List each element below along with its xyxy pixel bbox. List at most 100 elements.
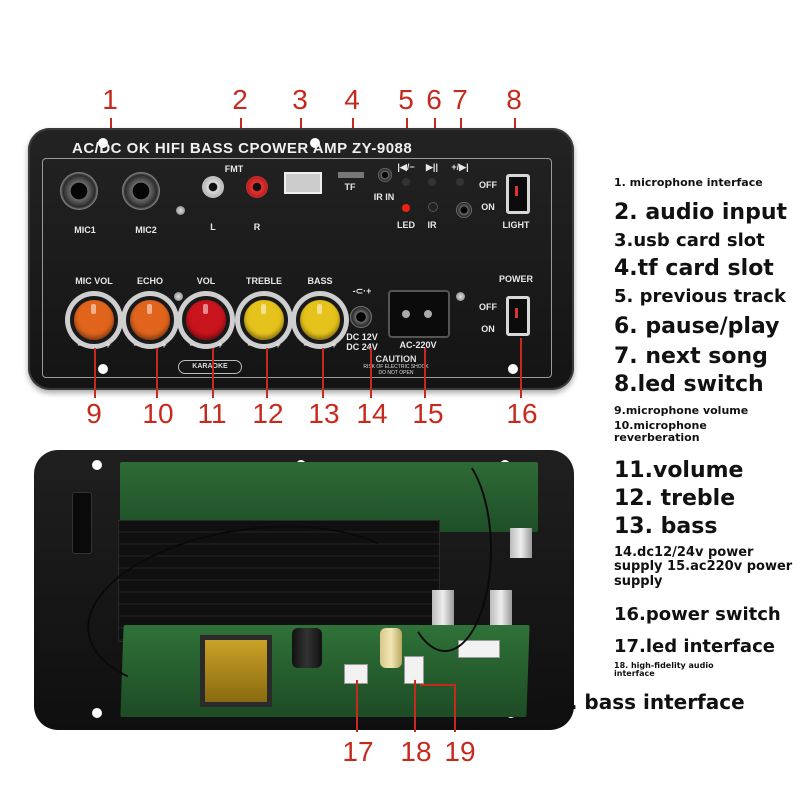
mounting-hole [310, 138, 320, 148]
leader-line-12 [266, 348, 268, 398]
power-off-label: OFF [479, 302, 497, 312]
leader-line-10 [156, 348, 158, 398]
legend-item-3: 3.usb card slot [614, 230, 765, 251]
mounting-hole [98, 364, 108, 374]
screw [456, 292, 465, 301]
callout-11: 11 [197, 398, 227, 429]
rca-right-jack[interactable] [246, 176, 268, 198]
treble-label: TREBLE [246, 276, 282, 286]
legend-item-7: 7. next song [614, 344, 768, 369]
legend-item-18: 18. high-fidelity audio interface [614, 661, 714, 679]
treble-plus: + [275, 340, 281, 350]
callout-4: 4 [344, 84, 360, 115]
next-track-button[interactable] [456, 178, 464, 186]
fmt-label: FMT [224, 164, 244, 174]
treble-knob[interactable] [240, 296, 288, 344]
callout-10: 10 [142, 398, 174, 429]
leader-line-13 [322, 348, 324, 398]
echo-plus: + [161, 340, 167, 350]
ac-pin [424, 310, 432, 318]
power-label: POWER [498, 274, 534, 284]
metal-bracket [510, 528, 532, 558]
bass-interface-connector[interactable] [458, 640, 500, 658]
legend-item-13: 13. bass [614, 514, 718, 539]
led-switch-off-label: OFF [479, 180, 497, 190]
mic2-jack[interactable] [122, 172, 160, 210]
mic-volume-knob[interactable] [70, 296, 118, 344]
volume-knob[interactable] [182, 296, 230, 344]
transformer [200, 635, 272, 707]
echo-minus: − [133, 340, 139, 350]
bass-minus: − [303, 340, 309, 350]
power-switch[interactable] [506, 296, 530, 336]
legend-item-10: 10.microphone reverberation [614, 419, 707, 445]
mounting-hole [508, 364, 518, 374]
leader-line-17 [356, 680, 358, 732]
vol-minus: − [189, 340, 195, 350]
legend-item-19: 19. bass interface [542, 690, 745, 714]
mounting-hole [92, 708, 102, 718]
play-pause-button[interactable] [428, 178, 436, 186]
mic1-label: MIC1 [74, 225, 96, 235]
prev-track-button[interactable] [402, 178, 410, 186]
ac220-label: AC-220V [399, 340, 437, 350]
mounting-hole [98, 138, 108, 148]
caution-notice: CAUTION RISK OF ELECTRIC SHOCK DO NOT OP… [340, 354, 452, 376]
led-indicator [402, 204, 410, 212]
echo-knob[interactable] [126, 296, 174, 344]
metal-bracket [490, 590, 512, 630]
ir-in-jack[interactable] [378, 168, 392, 182]
ir-sensor [428, 202, 438, 212]
bass-knob[interactable] [296, 296, 344, 344]
rca-l-label: L [210, 222, 216, 232]
play-pause-label: ▶|| [426, 162, 438, 172]
ac-power-socket[interactable] [388, 290, 450, 338]
callout-5: 5 [398, 84, 414, 115]
legend-item-2: 2. audio input [614, 200, 788, 225]
mic-vol-plus: + [105, 340, 111, 350]
dc12-label: DC 12V [346, 332, 378, 342]
cable [398, 448, 492, 652]
callout-1: 1 [102, 84, 118, 115]
vol-plus: + [217, 340, 223, 350]
callout-2: 2 [232, 84, 248, 115]
ac-pin [402, 310, 410, 318]
led-switch[interactable] [506, 174, 530, 214]
capacitor [292, 628, 322, 668]
callout-12: 12 [252, 398, 284, 429]
dc24-label: DC 24V [346, 342, 378, 352]
legend-item-17: 17.led interface [614, 636, 775, 657]
legend-item-5: 5. previous track [614, 286, 786, 307]
mic1-jack[interactable] [60, 172, 98, 210]
callout-6: 6 [426, 84, 442, 115]
leader-line-18 [414, 680, 416, 732]
callout-9: 9 [86, 398, 102, 429]
screw [176, 206, 185, 215]
bass-plus: + [331, 340, 337, 350]
legend-item-8: 8.led switch [614, 372, 764, 397]
leader-line-15 [424, 348, 426, 398]
tf-card-slot[interactable] [338, 172, 364, 178]
rca-r-label: R [253, 222, 261, 232]
treble-minus: − [247, 340, 253, 350]
leader-line-16 [520, 338, 522, 398]
callout-17: 17 [342, 736, 374, 767]
aux-jack[interactable] [456, 202, 472, 218]
ir-in-label: IR IN [373, 192, 395, 202]
caution-title: CAUTION [375, 354, 417, 364]
leader-line-19 [454, 684, 456, 732]
rca-left-jack[interactable] [202, 176, 224, 198]
callout-19: 19 [444, 736, 476, 767]
echo-label: ECHO [136, 276, 164, 286]
callout-18: 18 [400, 736, 432, 767]
dc-power-jack[interactable] [350, 306, 372, 328]
next-track-label: +/▶| [451, 162, 469, 172]
caution-line-2: DO NOT OPEN [378, 370, 414, 376]
mic-vol-minus: − [77, 340, 83, 350]
tf-label: TF [344, 182, 356, 192]
light-label: LIGHT [502, 220, 530, 230]
callout-13: 13 [308, 398, 340, 429]
usb-port[interactable] [284, 172, 322, 194]
legend-item-9: 9.microphone volume [614, 404, 749, 417]
mic2-label: MIC2 [135, 225, 157, 235]
